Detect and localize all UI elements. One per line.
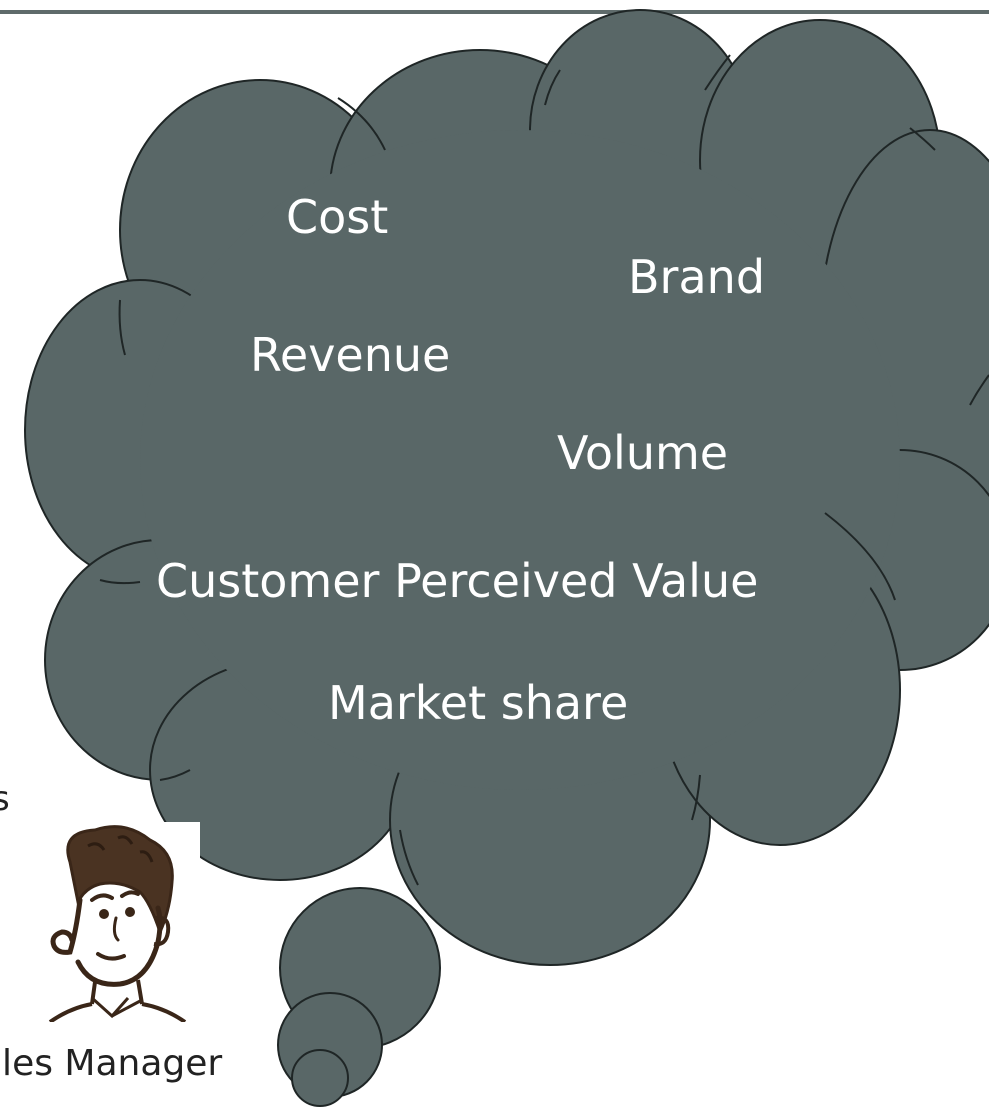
cloud-core bbox=[140, 130, 900, 790]
truncated-text-fragment: s bbox=[0, 779, 10, 819]
cloud-word-revenue: Revenue bbox=[250, 328, 451, 382]
cloud-word-brand: Brand bbox=[628, 250, 766, 304]
cloud-word-volume: Volume bbox=[557, 426, 729, 480]
cloud-word-cost: Cost bbox=[286, 190, 389, 244]
person-cartoon-icon bbox=[0, 822, 200, 1024]
thought-bubble-small bbox=[291, 1049, 349, 1107]
cloud-word-market-share: Market share bbox=[328, 676, 629, 730]
cloud-word-customer-perceived-value: Customer Perceived Value bbox=[156, 554, 759, 608]
top-divider bbox=[0, 10, 989, 14]
person-caption: ales Manager bbox=[0, 1043, 223, 1084]
